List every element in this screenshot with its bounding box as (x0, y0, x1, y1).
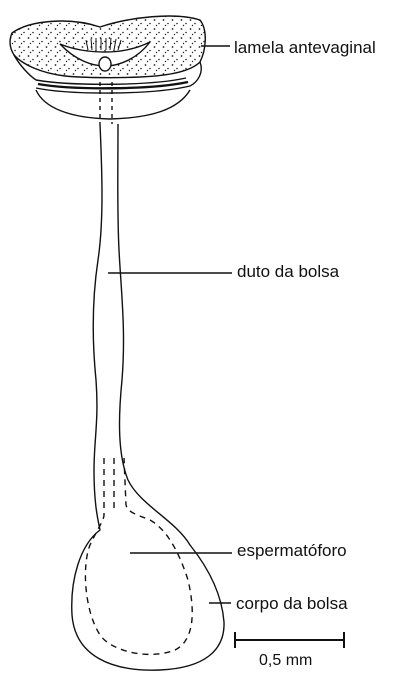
duto-left-wall (72, 124, 224, 670)
label-espermatoforo: espermatóforo (237, 542, 347, 559)
label-lamela-antevaginal: lamela antevaginal (234, 39, 376, 56)
scale-bar (235, 632, 344, 648)
label-corpo-da-bolsa: corpo da bolsa (236, 595, 348, 612)
lamela-antevaginal-plate (10, 16, 205, 124)
duto-e-corpo-da-bolsa (72, 124, 224, 670)
lamela-lower-rim (36, 78, 186, 84)
leader-lines (108, 46, 232, 603)
lamela-lower-plate (36, 90, 190, 119)
scale-bar-label: 0,5 mm (259, 653, 312, 669)
ostium (99, 57, 111, 71)
label-duto-da-bolsa: duto da bolsa (237, 263, 339, 280)
espermatoforo-outline (85, 458, 192, 654)
